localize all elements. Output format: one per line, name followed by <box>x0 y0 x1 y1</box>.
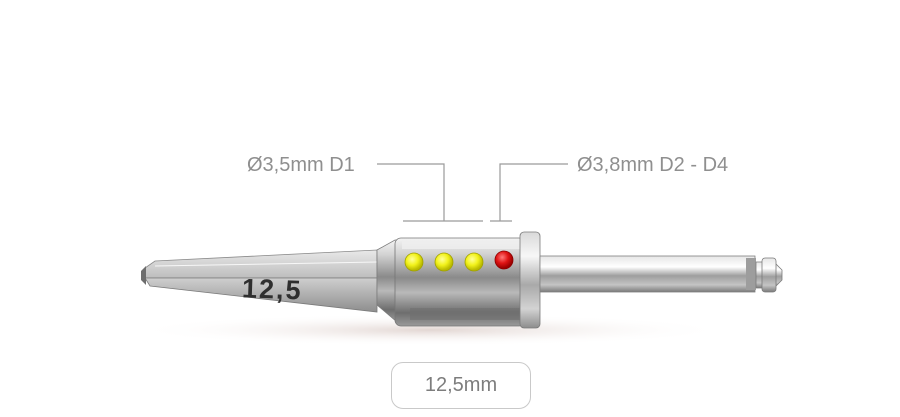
depth-dot-yellow-1 <box>404 252 424 272</box>
drill-shank <box>539 255 756 293</box>
callout-label-d1: Ø3,5mm D1 <box>247 154 355 176</box>
depth-dot-yellow-3 <box>464 252 484 272</box>
length-badge-label: 12,5mm <box>424 374 498 396</box>
callout-label-d2-d4: Ø3,8mm D2 - D4 <box>577 154 729 176</box>
depth-dot-yellow-2 <box>434 252 454 272</box>
drill-collar <box>519 231 541 329</box>
etched-length-number: 12,5 <box>242 273 304 305</box>
length-badge: 12,5mm <box>391 362 531 409</box>
depth-indicator-dots <box>404 250 514 272</box>
drill-shadow <box>130 314 730 346</box>
depth-dot-red <box>494 250 514 270</box>
drill-tip-point <box>141 266 146 285</box>
callout-line-d1 <box>377 163 483 222</box>
callout-line-d2 <box>490 163 568 222</box>
drill-tip-bottom-facet <box>144 277 378 313</box>
